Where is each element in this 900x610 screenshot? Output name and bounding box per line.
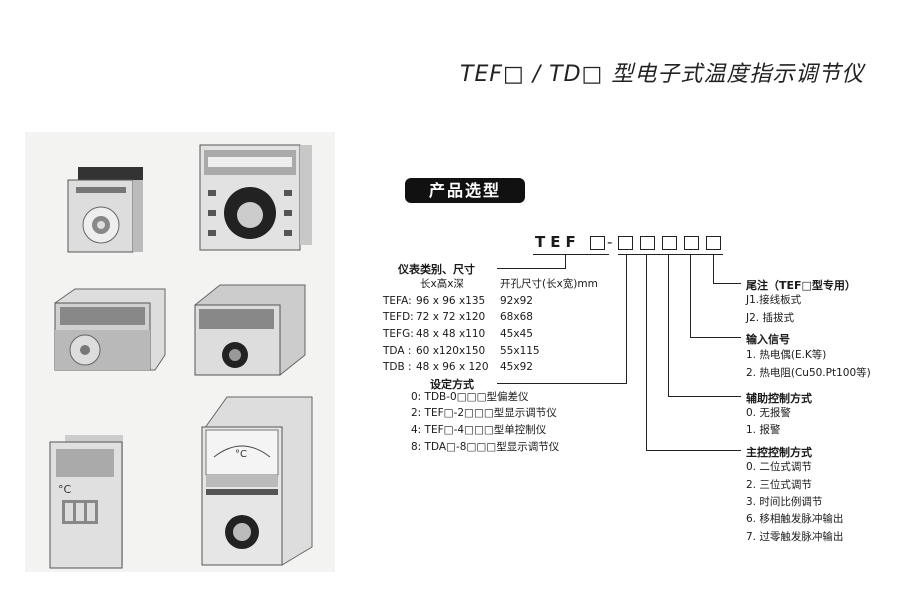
size-cutout: 92x92 [500,295,533,307]
section-label-product-selection: 产品选型 [405,178,525,203]
page-title: TEF□ / TD□ 型电子式温度指示调节仪 [460,62,865,87]
main-item: 6. 移相触发脉冲输出 [746,513,844,525]
input-item: 2. 热电阻(Cu50.Pt100等) [746,367,871,379]
setting-heading: 设定方式 [430,378,474,391]
input-item: 1. 热电偶(E.K等) [746,349,827,361]
connector [497,268,566,269]
size-table: TEFA: 96 x 96 x135 92x92 TEFD: 72 x 72 x… [383,295,583,379]
code-separator: - [607,233,613,251]
size-dims: 96 x 96 x135 [416,295,486,307]
size-type: TDB : [383,361,412,373]
underline-codes [618,254,723,255]
connector [646,254,647,450]
setting-item: 8: TDA□-8□□□型显示调节仪 [411,441,560,453]
connector [497,383,627,384]
code-box-type [590,236,605,250]
connector [668,254,669,396]
device-tda [194,284,306,376]
aux-item: 0. 无报警 [746,407,791,419]
code-box-aux-control [662,236,677,250]
svg-text:°C: °C [235,449,247,460]
size-cutout: 68x68 [500,311,533,323]
code-box-input [684,236,699,250]
setting-item: 2: TEF□-2□□□型显示调节仪 [411,407,557,419]
device-illustrations: °C °C [49,144,313,569]
size-cutout: 45x92 [500,361,533,373]
main-item: 7. 过零触发脉冲输出 [746,531,844,543]
device-tefg [67,167,143,253]
main-heading: 主控控制方式 [746,446,812,459]
device-tefa [199,144,312,251]
device-tefd [54,288,166,371]
code-box-setting [618,236,633,250]
size-type: TEFA: [383,295,412,307]
size-type: TDA : [383,345,412,357]
main-item: 3. 时间比例调节 [746,496,823,508]
connector [690,337,741,338]
size-dims: 48 x 96 x 120 [416,361,489,373]
connector [626,254,627,384]
size-col-dims: 长x高x深 [420,278,464,290]
svg-text:°C: °C [58,483,72,496]
connector [646,450,741,451]
suffix-item: J2. 插拔式 [746,312,794,324]
setting-item: 0: TDB-0□□□型偏差仪 [411,391,529,403]
code-box-main-control [640,236,655,250]
size-col-cutout: 开孔尺寸(长x宽)mm [500,278,598,290]
size-dims: 72 x 72 x120 [416,311,486,323]
connector [713,254,714,283]
model-code-prefix: TEF [535,233,581,251]
size-heading: 仪表类别、尺寸 [398,263,475,276]
device-tda-meter: °C [201,396,313,566]
aux-item: 1. 报警 [746,424,781,436]
main-item: 0. 二位式调节 [746,461,812,473]
product-photos: °C °C [25,132,335,572]
aux-heading: 辅助控制方式 [746,392,812,405]
connector [713,283,741,284]
size-type: TEFD: [383,311,414,323]
code-box-suffix [706,236,721,250]
suffix-heading: 尾注（TEF□型专用） [746,279,856,292]
size-dims: 48 x 48 x110 [416,328,486,340]
connector [565,254,566,268]
device-tdb-digital: °C [49,435,123,569]
setting-item: 4: TEF□-4□□□型单控制仪 [411,424,547,436]
size-dims: 60 x120x150 [416,345,486,357]
connector [690,254,691,337]
size-cutout: 55x115 [500,345,540,357]
underline-type [533,254,609,255]
input-heading: 输入信号 [746,333,790,346]
size-type: TEFG: [383,328,414,340]
suffix-item: J1.接线板式 [746,294,802,306]
size-cutout: 45x45 [500,328,533,340]
main-item: 2. 三位式调节 [746,479,812,491]
connector [668,396,741,397]
